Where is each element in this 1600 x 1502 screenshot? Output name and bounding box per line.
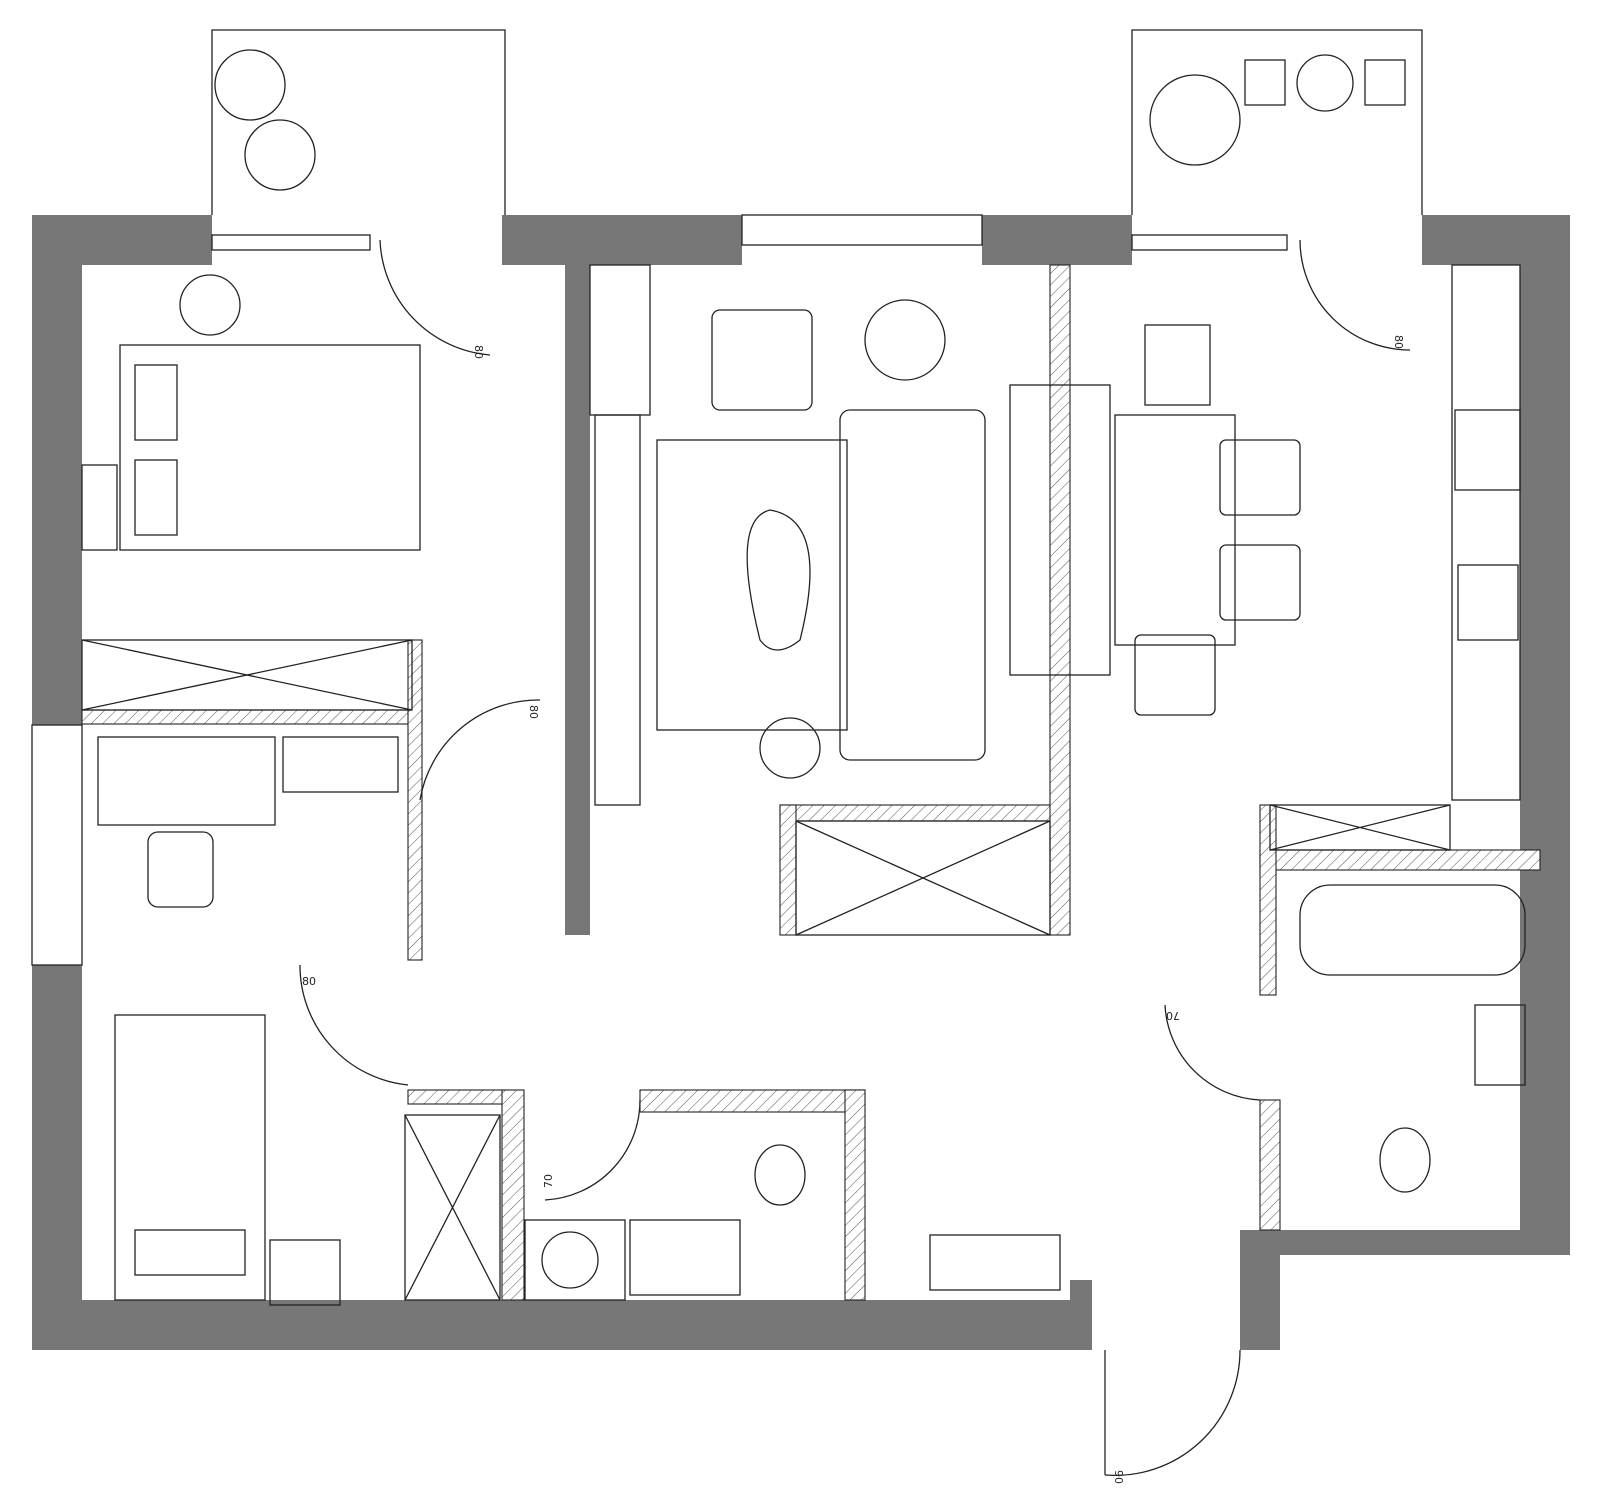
bathtub bbox=[1299, 884, 1526, 976]
door-label: 90 bbox=[1112, 1470, 1125, 1484]
washing-machine bbox=[541, 1231, 599, 1289]
door-swing bbox=[419, 699, 541, 801]
balcony-right bbox=[1131, 29, 1423, 215]
dining bbox=[1009, 324, 1301, 716]
wc bbox=[524, 1144, 1061, 1301]
door-swing bbox=[1299, 239, 1411, 351]
door-swing bbox=[1104, 1349, 1241, 1477]
bed bbox=[119, 344, 421, 551]
toilet bbox=[754, 1144, 806, 1206]
bedroom2 bbox=[114, 1014, 501, 1306]
plant-icon bbox=[864, 299, 946, 381]
desk bbox=[97, 736, 276, 826]
living-room bbox=[589, 264, 1051, 936]
sink bbox=[1457, 564, 1519, 641]
exterior-walls bbox=[32, 215, 1570, 1350]
bathroom bbox=[1299, 884, 1526, 1193]
toilet bbox=[1379, 1127, 1431, 1193]
balcony-left bbox=[211, 29, 506, 215]
bed bbox=[114, 1014, 266, 1301]
door-swing bbox=[544, 1099, 641, 1201]
rug bbox=[656, 439, 848, 731]
sofa bbox=[839, 409, 986, 761]
bedroom bbox=[81, 274, 421, 711]
doors: 80 80 80 80 70 70 90 bbox=[299, 239, 1411, 1484]
door-label: 80 bbox=[527, 705, 540, 719]
office bbox=[97, 736, 399, 908]
door-label: 70 bbox=[1166, 1009, 1180, 1022]
windows bbox=[31, 214, 1288, 966]
plant-icon bbox=[244, 119, 316, 191]
interior-partitions bbox=[81, 264, 1541, 1301]
door-label: 70 bbox=[542, 1174, 555, 1188]
wardrobe bbox=[81, 639, 413, 711]
door-swing bbox=[299, 964, 409, 1086]
chair bbox=[147, 831, 214, 908]
plant-icon bbox=[214, 49, 286, 121]
door-label: 80 bbox=[302, 975, 316, 988]
door-swing bbox=[1164, 1004, 1261, 1101]
dining-table bbox=[1114, 414, 1236, 646]
sideboard bbox=[1009, 384, 1111, 676]
door-label: 80 bbox=[472, 345, 485, 359]
plant-icon bbox=[1149, 74, 1241, 166]
kitchen bbox=[1269, 264, 1521, 851]
wardrobe bbox=[81, 464, 118, 551]
tv-unit bbox=[594, 414, 641, 806]
door-swing bbox=[379, 239, 491, 356]
door-label: 80 bbox=[1392, 335, 1405, 349]
sink bbox=[1474, 1004, 1526, 1086]
armchair bbox=[711, 309, 813, 411]
stove bbox=[1454, 409, 1521, 491]
coffee-table bbox=[746, 509, 811, 651]
